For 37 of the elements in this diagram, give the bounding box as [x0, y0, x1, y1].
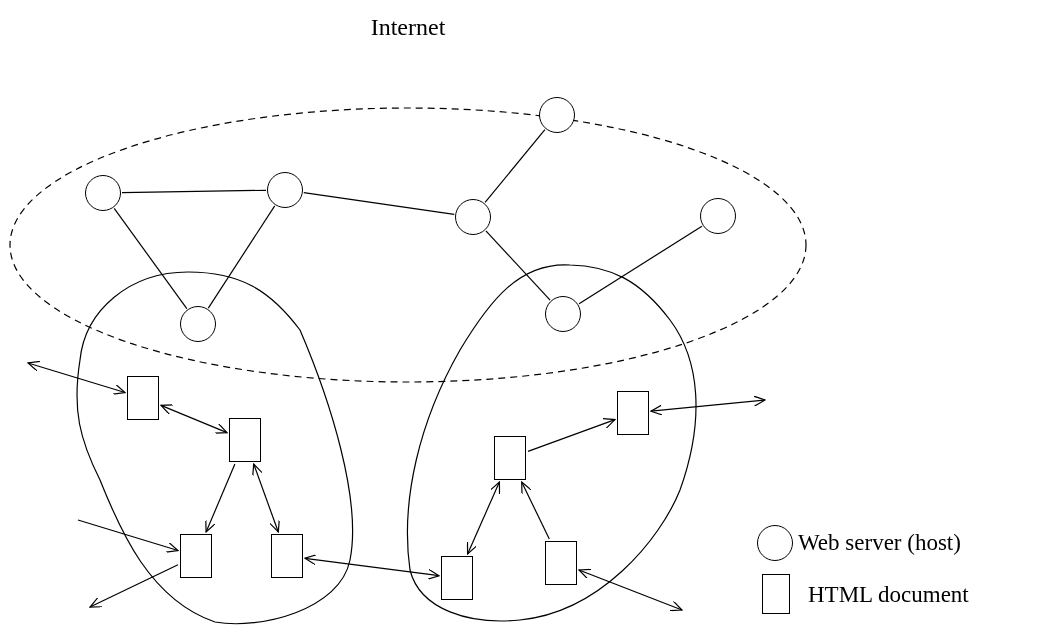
server-circle: [539, 97, 575, 133]
document-rectangle: [229, 418, 261, 462]
arrow: [205, 463, 236, 533]
document-rectangle: [545, 541, 577, 585]
double-arrow: [160, 404, 228, 434]
region-title: Internet: [370, 14, 446, 40]
document-rectangle: [494, 436, 526, 480]
double-arrow: [578, 568, 683, 612]
connection-line: [484, 129, 546, 203]
double-arrow: [466, 481, 501, 555]
double-arrow: [27, 360, 126, 395]
document-rectangle: [180, 534, 212, 578]
double-arrow: [304, 554, 440, 580]
connection-line: [578, 225, 703, 305]
server-circle: [267, 172, 303, 208]
server-circle: [545, 296, 581, 332]
server-circle: [85, 175, 121, 211]
arrow: [89, 564, 179, 608]
document-rectangle: [271, 534, 303, 578]
connection-line: [207, 205, 276, 309]
server-circle: [180, 306, 216, 342]
arrow: [527, 418, 616, 452]
server-circle: [700, 198, 736, 234]
arrow: [77, 519, 179, 553]
double-arrow: [252, 463, 280, 533]
connection-line: [113, 207, 188, 310]
legend-text: HTML document: [808, 581, 969, 609]
document-rectangle: [441, 556, 473, 600]
double-arrow: [650, 395, 766, 416]
legend-text: Web server (host): [798, 529, 961, 557]
document-rectangle: [617, 391, 649, 435]
connection-line: [303, 192, 455, 215]
document-rectangle: [127, 376, 159, 420]
arrow: [521, 481, 550, 540]
connection-line: [485, 230, 551, 301]
server-circle: [455, 199, 491, 235]
connection-line: [121, 189, 267, 194]
